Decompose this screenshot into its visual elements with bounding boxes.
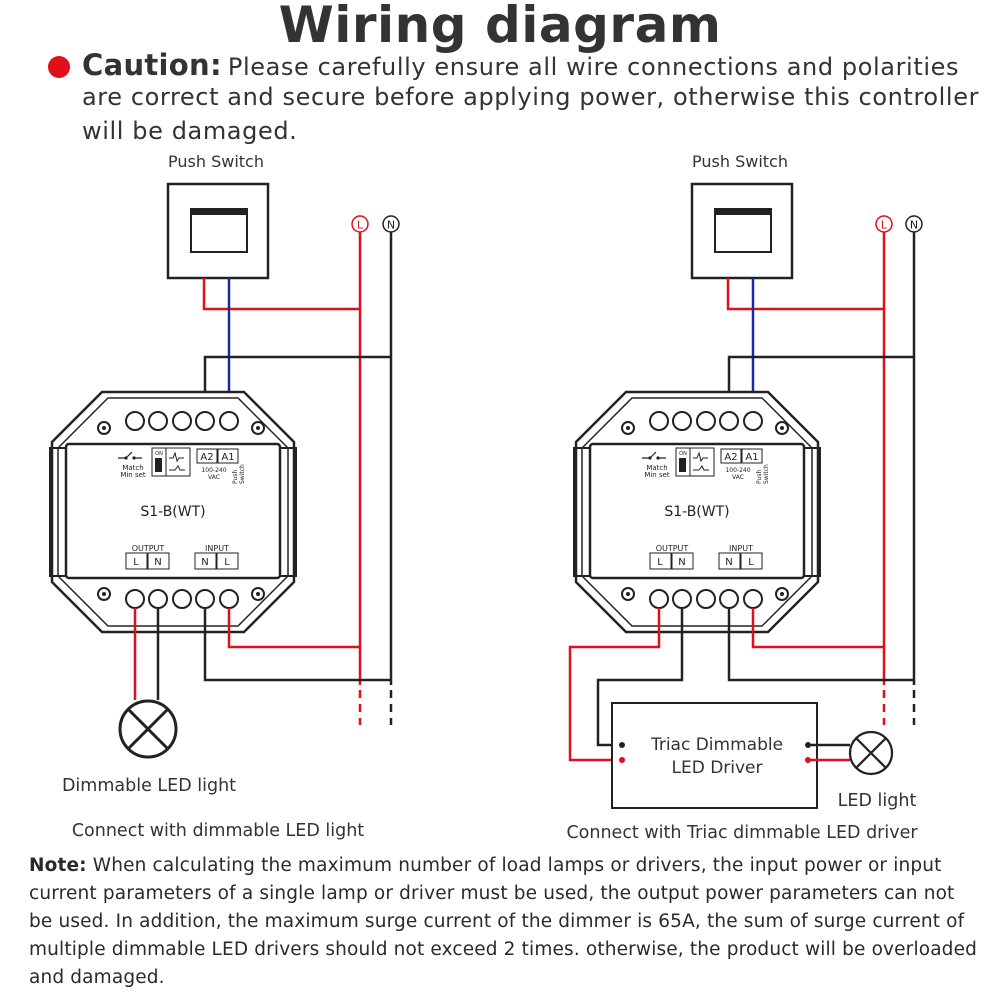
note-text-2: current parameters of a single lamp or d… [29, 883, 955, 904]
left-out-N: N [154, 557, 161, 568]
right-input-live-wire [751, 608, 884, 649]
right-switch-live-wire [726, 278, 884, 311]
left-device-match: Match [122, 464, 143, 472]
right-device-match: Match [646, 464, 667, 472]
page-title: Wiring diagram [278, 0, 722, 54]
right-device-voltage2: VAC [732, 474, 744, 481]
left-diagram: Push Switch L N S1-B(WT) A2 A1 ON Match … [48, 152, 400, 841]
driver-label-2: LED Driver [671, 758, 762, 778]
left-device-push2: Switch [239, 464, 246, 484]
right-out-N: N [678, 557, 685, 568]
left-output-label: OUTPUT [132, 544, 165, 553]
left-device-voltage1: 100-240 [201, 467, 226, 474]
right-device-push1: Push [756, 470, 763, 484]
note-line-1: Note: When calculating the maximum numbe… [29, 852, 979, 880]
right-out-L: L [657, 557, 663, 568]
right-lamp-icon [848, 730, 894, 776]
right-caption: Connect with Triac dimmable LED driver [566, 823, 918, 843]
note-text-5: and damaged. [29, 967, 165, 988]
right-device-voltage1: 100-240 [725, 467, 750, 474]
note-text-4: multiple dimmable LED drivers should not… [29, 939, 978, 960]
note-text-1: When calculating the maximum number of l… [92, 855, 942, 876]
right-terminal-N-label: N [910, 219, 918, 232]
left-lamp-label: Dimmable LED light [62, 776, 236, 796]
right-in-L: L [748, 557, 754, 568]
right-device-on: ON [679, 451, 687, 457]
left-caption: Connect with dimmable LED light [72, 821, 364, 841]
caution-dot-icon [48, 56, 70, 78]
right-output-live-wire [568, 608, 661, 762]
caution-line-1: Caution:Please carefully ensure all wire… [82, 48, 959, 82]
left-terminal-L-label: L [357, 219, 364, 232]
left-device-push1: Push [232, 470, 239, 484]
caution-text-1: Please carefully ensure all wire connect… [227, 53, 960, 81]
left-input-neutral-wire [203, 608, 391, 682]
right-terminal-L-label: L [881, 219, 888, 232]
left-out-L: L [133, 557, 139, 568]
left-device-minset: Min set [120, 471, 146, 479]
driver-input-l-dot [619, 757, 625, 763]
left-in-L: L [224, 557, 230, 568]
left-push-switch [166, 182, 270, 280]
right-device-a1: A1 [745, 452, 758, 463]
left-device-a1: A1 [221, 452, 234, 463]
triac-driver-box [611, 702, 818, 809]
note-label: Note: [29, 855, 87, 876]
right-in-N: N [725, 557, 732, 568]
left-input-label: INPUT [205, 544, 229, 553]
right-device-model: S1-B(WT) [664, 504, 729, 520]
right-output-neutral-wire [596, 608, 684, 747]
caution-text-3: will be damaged. [82, 117, 298, 145]
caution-text-2: are correct and secure before applying p… [82, 83, 980, 111]
left-terminal-N-label: N [387, 219, 395, 232]
left-in-N: N [201, 557, 208, 568]
right-lamp-label: LED light [838, 791, 917, 811]
left-device-on: ON [155, 451, 163, 457]
caution-label: Caution: [82, 48, 222, 82]
left-lamp-icon [118, 699, 178, 759]
left-device-a2: A2 [200, 452, 213, 463]
note-text-3: be used. In addition, the maximum surge … [29, 911, 965, 932]
right-device-minset: Min set [644, 471, 670, 479]
right-push-switch [690, 182, 794, 280]
right-switch-label: Push Switch [692, 152, 788, 171]
note-block: Note: When calculating the maximum numbe… [29, 852, 979, 992]
right-diagram: Push Switch L N S1-B(WT) A2 A1 ON Match … [566, 152, 923, 843]
left-switch-label: Push Switch [168, 152, 264, 171]
right-device-push2: Switch [763, 464, 770, 484]
left-device-voltage2: VAC [208, 474, 220, 481]
left-input-live-wire [227, 608, 360, 649]
right-device-a2: A2 [724, 452, 737, 463]
left-device-model: S1-B(WT) [140, 504, 205, 520]
driver-label-1: Triac Dimmable [650, 735, 783, 755]
right-input-label: INPUT [729, 544, 753, 553]
left-switch-live-wire [202, 278, 360, 311]
right-input-neutral-wire [727, 608, 914, 682]
driver-input-n-dot [619, 742, 625, 748]
right-output-label: OUTPUT [656, 544, 689, 553]
